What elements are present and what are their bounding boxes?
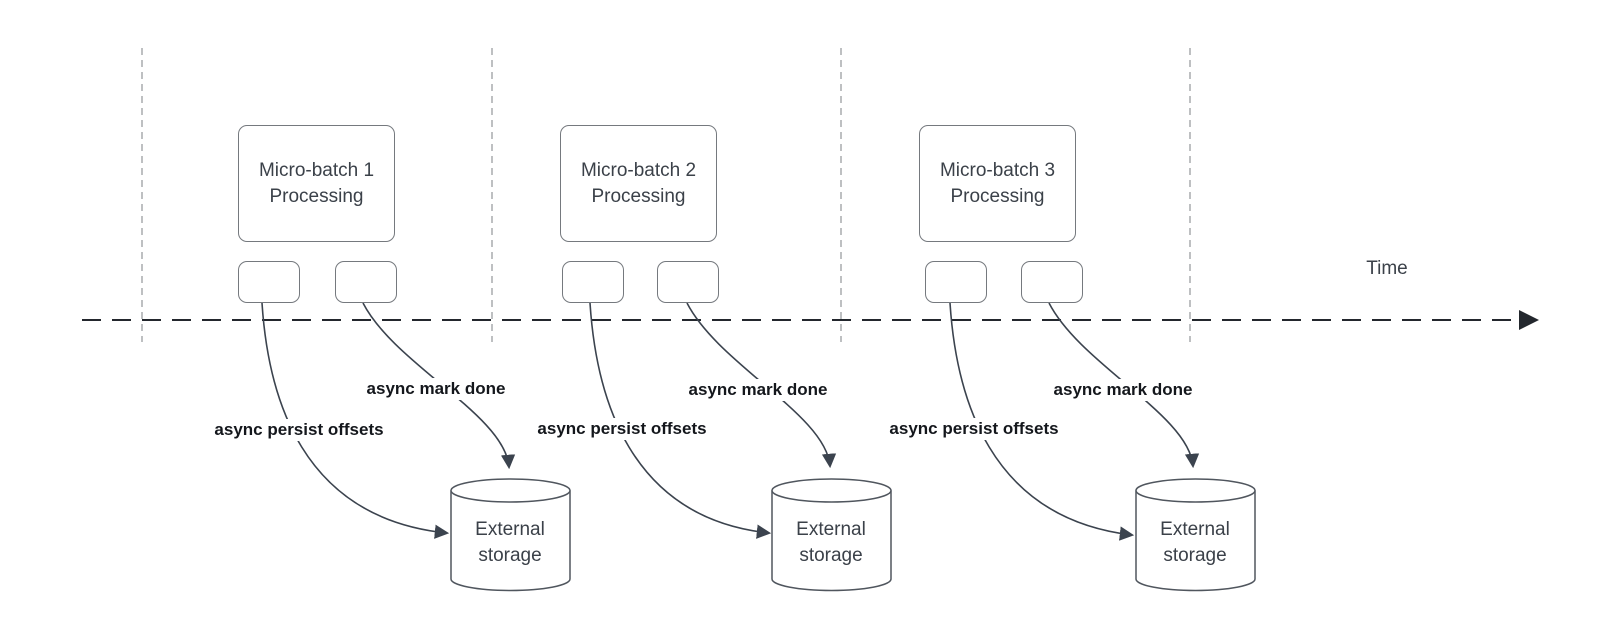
persist-offsets-arrow-3: [949, 302, 1135, 541]
cylinder-top-ellipse: [450, 478, 571, 503]
offset-log-box-3: [925, 261, 987, 303]
cylinder-top-ellipse: [771, 478, 892, 503]
micro-batch-2-processing-box: Micro-batch 2 Processing: [560, 125, 717, 242]
external-storage-cylinder-1: [450, 478, 571, 592]
offset-log-box-2: [562, 261, 624, 303]
commit-log-box-1: [335, 261, 397, 303]
async-persist-offsets-label-2: async persist offsets: [534, 418, 710, 440]
async-persist-offsets-label-1: async persist offsets: [211, 419, 387, 441]
external-storage-cylinder-2: [771, 478, 892, 592]
external-storage-label-1: External storage: [475, 519, 545, 566]
cylinder-top-ellipse: [1135, 478, 1256, 503]
external-storage-cylinder-3: [1135, 478, 1256, 592]
commit-log-box-3: [1021, 261, 1083, 303]
async-persist-offsets-label-3: async persist offsets: [886, 418, 1062, 440]
persist-offsets-arrow-2: [589, 302, 772, 539]
offset-log-box-1: [238, 261, 300, 303]
async-mark-done-label-1: async mark done: [363, 378, 509, 400]
async-mark-done-label-3: async mark done: [1050, 379, 1196, 401]
micro-batch-3-processing-box: Micro-batch 3 Processing: [919, 125, 1076, 242]
external-storage-label-2: External storage: [796, 519, 866, 566]
persist-offsets-arrow-1: [261, 302, 450, 539]
async-mark-done-label-2: async mark done: [685, 379, 831, 401]
time-axis-label: Time: [1366, 258, 1408, 279]
commit-log-box-2: [657, 261, 719, 303]
external-storage-label-3: External storage: [1160, 519, 1230, 566]
micro-batch-1-processing-box: Micro-batch 1 Processing: [238, 125, 395, 242]
